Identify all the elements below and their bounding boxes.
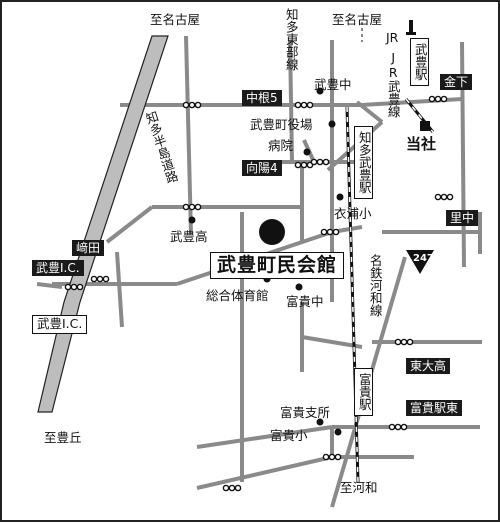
poi-jh-taketoyo: 武豊中	[314, 77, 352, 92]
signal-nakane5	[182, 101, 202, 109]
signal-nakane5-b	[294, 101, 314, 109]
station-jr-label: 武豊駅	[410, 38, 429, 86]
road-chita-vertical	[288, 39, 294, 163]
poi-dot-tomiki-jh	[295, 283, 303, 291]
poi-dot-tomiki-es	[334, 428, 342, 436]
poi-gym: 総合体育館	[206, 288, 269, 303]
venue-dot	[259, 219, 285, 245]
dest-north-left: 至名古屋	[150, 12, 201, 27]
signal-label-satonaka: 里中	[446, 210, 479, 226]
signal-koko	[182, 203, 202, 211]
poi-town-hall: 武豊町役場	[250, 117, 313, 132]
road-ic-south	[115, 251, 124, 328]
road-ic-north	[105, 205, 154, 244]
road-left-vertical	[184, 35, 193, 235]
signal-label-nakane5: 中根5	[242, 90, 282, 106]
poi-tomiki-jh: 富貴中	[286, 294, 324, 309]
signal-label-higashitaka: 東大高	[406, 358, 451, 374]
signal-south	[222, 484, 242, 492]
dest-southwest: 至豊丘	[44, 430, 82, 445]
signal-tomiki-east	[388, 423, 408, 431]
rail-meitetsu-label: 名鉄河和線	[367, 254, 383, 317]
poi-dot-town-hall	[328, 120, 336, 128]
poi-dot-tomiki-branch	[316, 418, 324, 426]
poi-hs: 武豊高	[170, 229, 208, 244]
station-chitataketoyo-label: 知多武豊駅	[354, 126, 373, 199]
traffic-signals	[64, 95, 454, 492]
rail-jr-prefix: JR	[386, 30, 399, 45]
signal-satonaka	[434, 193, 454, 201]
signal-label-sakiyoshi: 﨑田	[72, 240, 105, 256]
road-tomiki-w	[301, 335, 363, 349]
poi-dot-kinuura	[336, 193, 344, 201]
signal-mukaiyo4-b	[310, 158, 330, 166]
highway-chita	[37, 35, 169, 413]
station-tomiki-label: 富貴駅	[354, 368, 373, 416]
signal-label-ic-white: 武豊I.C.	[32, 315, 88, 334]
poi-hospital: 病院	[268, 138, 294, 153]
route-247-sign	[406, 250, 434, 274]
signal-center	[320, 228, 340, 236]
dest-north-right: 至名古屋	[332, 12, 383, 27]
poi-dot-jh-taketoyo	[316, 87, 324, 95]
route-number-label: 247	[413, 253, 434, 264]
dest-south: 至河和	[340, 480, 378, 495]
poi-tomiki-es: 富貴小	[270, 428, 308, 443]
road-south	[196, 455, 333, 490]
rail-meitetsu	[345, 106, 360, 483]
poi-dot-hospital	[303, 148, 311, 156]
road-diag-2	[355, 100, 384, 124]
road-tomiki-sw	[196, 425, 333, 449]
rail-chita-label: 知多東部線	[283, 8, 299, 71]
signal-label-ic: 武豊I.C.	[32, 260, 84, 276]
signal-sakiyoshi	[90, 275, 110, 283]
poi-tomiki-branch: 富貴支所	[280, 405, 331, 420]
lighthouse-icon	[406, 20, 416, 35]
rail-jr-label: JR武豊線	[385, 50, 401, 118]
venue-label: 武豊町民会館	[210, 252, 345, 279]
signal-label-tomiki-east: 富貴駅東	[406, 400, 463, 416]
signal-ic	[64, 283, 84, 291]
poi-dot-hs	[188, 216, 196, 224]
signal-label-kanashita: 金下	[440, 74, 473, 90]
signal-mukaiyo4	[294, 161, 314, 169]
poi-shrine: 当社	[406, 135, 437, 153]
signal-higashitaka	[394, 338, 414, 346]
shrine-marker	[420, 121, 430, 131]
poi-dots	[188, 87, 344, 436]
signal-tomiki-crossing	[322, 453, 342, 461]
poi-kinuura: 衣浦小	[334, 206, 372, 221]
road-ic-west	[36, 282, 63, 289]
signal-kanashita	[428, 95, 448, 103]
signal-label-mukaiyo4: 向陽4	[242, 160, 282, 176]
